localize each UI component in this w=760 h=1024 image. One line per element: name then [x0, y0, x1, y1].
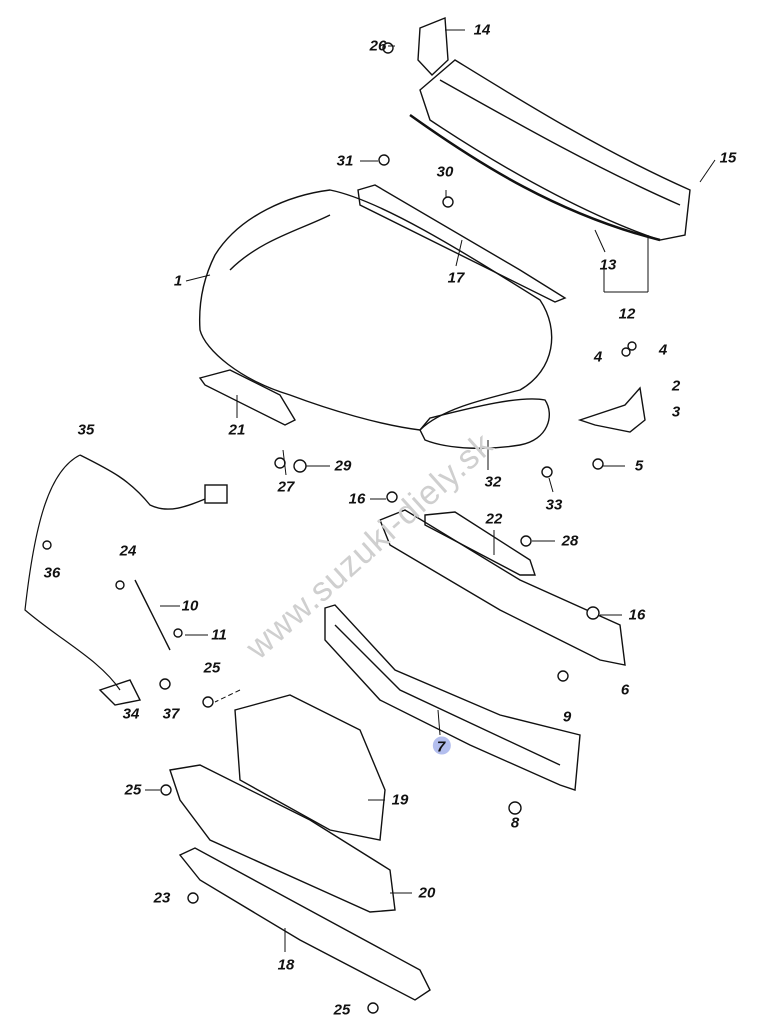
part-label-6[interactable]: 6: [620, 681, 630, 699]
part-label-17[interactable]: 17: [447, 269, 465, 287]
part-label-35[interactable]: 35: [77, 421, 95, 439]
part-label-29[interactable]: 29: [334, 457, 352, 475]
part-label-10[interactable]: 10: [181, 597, 199, 615]
part-label-16b[interactable]: 16: [628, 606, 646, 624]
part-label-34[interactable]: 34: [122, 705, 140, 723]
part-label-31[interactable]: 31: [336, 152, 354, 170]
part-label-18[interactable]: 18: [277, 956, 295, 974]
part-label-4b[interactable]: 4: [658, 341, 668, 359]
grille-part: [169, 764, 396, 913]
part-label-23[interactable]: 23: [153, 889, 171, 907]
part-label-9[interactable]: 9: [562, 708, 572, 726]
part-label-25c[interactable]: 25: [333, 1001, 351, 1019]
part-label-27[interactable]: 27: [277, 478, 295, 496]
part-label-3[interactable]: 3: [671, 403, 681, 421]
part-label-36[interactable]: 36: [43, 564, 61, 582]
duct-part: [234, 694, 386, 841]
part-label-1[interactable]: 1: [173, 272, 183, 290]
part-label-12[interactable]: 12: [618, 305, 636, 323]
hood-part: [198, 189, 553, 431]
part-label-15[interactable]: 15: [719, 149, 737, 167]
lower-member-part: [178, 847, 431, 1001]
part-label-5[interactable]: 5: [634, 457, 644, 475]
part-label-25b[interactable]: 25: [124, 781, 142, 799]
part-label-21[interactable]: 21: [228, 421, 246, 439]
reinforcement-part: [324, 604, 581, 791]
part-label-28[interactable]: 28: [561, 532, 579, 550]
part-label-22[interactable]: 22: [485, 510, 503, 528]
part-label-20[interactable]: 20: [418, 884, 436, 902]
part-label-7-highlighted[interactable]: 7: [432, 736, 452, 756]
cowl-part: [419, 59, 691, 241]
part-label-25[interactable]: 25: [203, 659, 221, 677]
part-label-19[interactable]: 19: [391, 791, 409, 809]
part-label-24[interactable]: 24: [119, 542, 137, 560]
part-label-26[interactable]: 26: [369, 37, 387, 55]
part-label-4[interactable]: 4: [593, 348, 603, 366]
part-label-32[interactable]: 32: [484, 473, 502, 491]
part-label-2[interactable]: 2: [671, 377, 681, 395]
part-label-16[interactable]: 16: [348, 490, 366, 508]
part-label-33[interactable]: 33: [545, 496, 563, 514]
part-label-14[interactable]: 14: [473, 21, 491, 39]
part-label-13[interactable]: 13: [599, 256, 617, 274]
part-label-30[interactable]: 30: [436, 163, 454, 181]
part-label-8[interactable]: 8: [510, 814, 520, 832]
part-label-37[interactable]: 37: [162, 705, 180, 723]
part-label-11[interactable]: 11: [211, 626, 227, 644]
upper-support-part: [379, 509, 626, 666]
